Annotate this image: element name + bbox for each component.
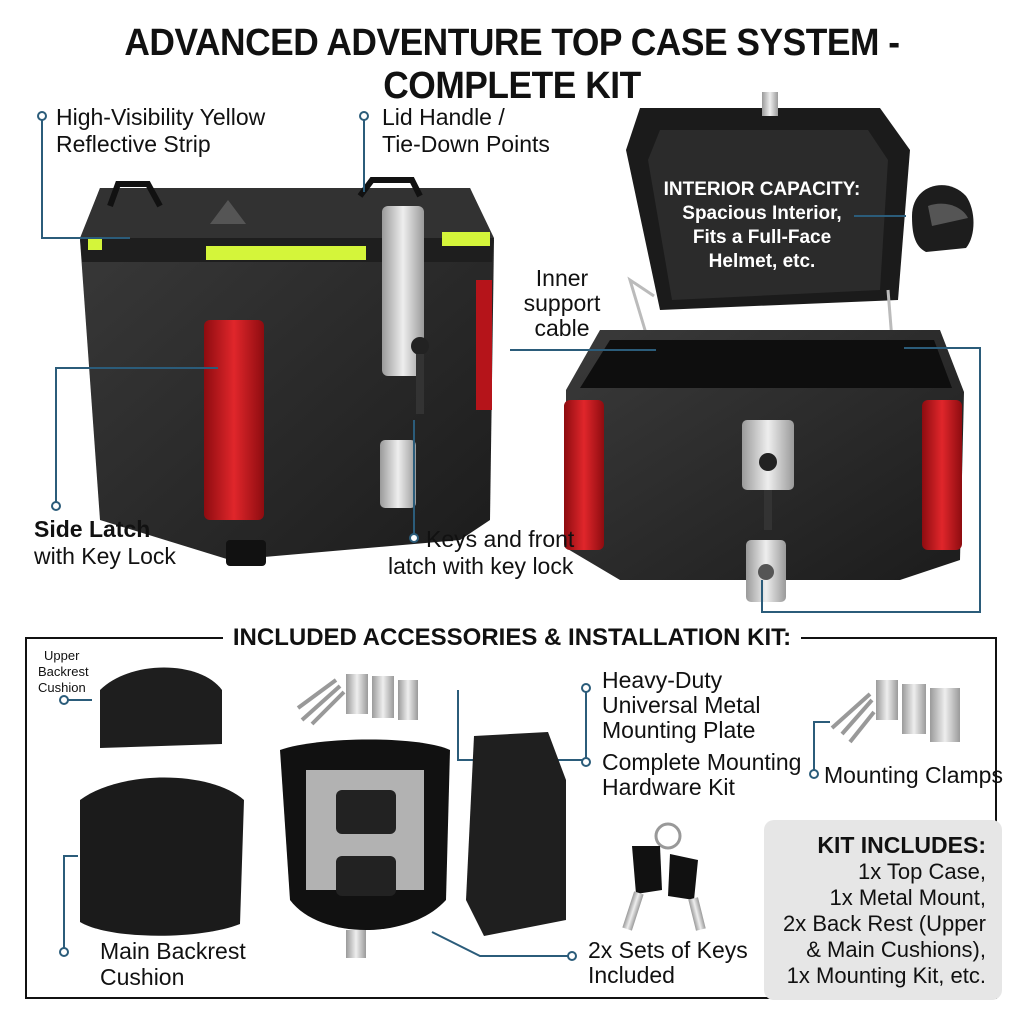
side-reflector: [204, 320, 264, 520]
label-line: Main Backrest: [100, 938, 246, 964]
closed-top-case: [80, 177, 494, 566]
main-backrest-cushion: [80, 777, 244, 936]
label-line: Mounting Clamps: [824, 762, 1003, 788]
key-icon: [622, 822, 706, 931]
upper-backrest-cushion: [100, 667, 222, 748]
kit-includes-heading: KIT INCLUDES:: [817, 832, 986, 858]
section-title-text: INCLUDED ACCESSORIES & INSTALLATION KIT:: [222, 624, 802, 651]
label-line: Upper: [44, 648, 80, 663]
kit-item: 1x Mounting Kit, etc.: [786, 963, 986, 988]
accessories-frame: [25, 637, 997, 999]
kit-item: 2x Back Rest (Upper: [783, 911, 986, 936]
front-latch: [382, 206, 424, 376]
label-line: support: [523, 290, 601, 316]
label-line: Universal Metal: [602, 692, 761, 718]
keys-label: 2x Sets of Keys Included: [588, 938, 748, 988]
label-line: Cushion: [38, 680, 86, 695]
callout-lines: [41, 118, 981, 957]
reflective-strip-right: [442, 232, 490, 246]
lid-handle-label: Lid Handle / Tie-Down Points: [382, 104, 550, 158]
label-line: Spacious Interior,: [682, 203, 842, 224]
lid-handle-left: [107, 181, 163, 208]
rear-reflector: [476, 280, 492, 410]
rubber-mounting-pad: [466, 732, 566, 936]
upper-backrest-label: Upper Backrest Cushion: [38, 648, 89, 696]
inner-cable-label: Inner support cable: [512, 266, 612, 341]
hardware-kit: [296, 674, 418, 726]
kit-item: 1x Top Case,: [857, 859, 986, 884]
label-line: 2x Sets of Keys: [588, 937, 748, 963]
reflective-strip-front: [206, 246, 366, 260]
kit-item: 1x Metal Mount,: [829, 885, 986, 910]
label-line: latch with key lock: [388, 553, 574, 579]
label-line: Backrest: [38, 664, 89, 679]
reflective-strip-label: High-Visibility Yellow Reflective Strip: [56, 104, 265, 158]
label-line: cable: [534, 315, 590, 341]
kit-includes-box: KIT INCLUDES: 1x Top Case, 1x Metal Moun…: [764, 820, 1002, 1000]
label-line: INTERIOR CAPACITY:: [663, 179, 861, 200]
page-title: ADVANCED ADVENTURE TOP CASE SYSTEM - COM…: [124, 22, 900, 107]
interior-capacity-label: INTERIOR CAPACITY: Spacious Interior, Fi…: [652, 178, 872, 274]
arrow-emblem-icon: [210, 200, 246, 224]
helmet-icon: [912, 185, 974, 252]
label-line: Side Latch: [34, 516, 151, 542]
keys-latch-label: Keys and front latch with key lock: [388, 526, 574, 580]
hardware-kit-label: Complete Mounting Hardware Kit: [602, 750, 801, 800]
reflective-strip-left: [88, 238, 102, 250]
kit-item: & Main Cushions),: [806, 937, 986, 962]
label-line: Fits a Full-Face: [692, 227, 832, 248]
side-latch-label: Side Latch with Key Lock: [34, 516, 176, 570]
support-cable-left: [627, 276, 655, 341]
mounting-clamps-label: Mounting Clamps: [824, 762, 1003, 789]
label-line: Cushion: [100, 964, 185, 990]
label-line: Hardware Kit: [602, 774, 735, 800]
label-line: Included: [588, 962, 675, 988]
mounting-clamps: [830, 680, 960, 744]
label-line: Inner: [535, 265, 589, 291]
side-reflector-right: [922, 400, 962, 550]
label-line: Lid Handle /: [382, 104, 505, 130]
main-backrest-label: Main Backrest Cushion: [100, 938, 246, 990]
label-line: Keys and front: [426, 526, 575, 552]
label-line: Mounting Plate: [602, 717, 756, 743]
key-lock-icon: [411, 337, 429, 355]
lid-handle-right: [357, 177, 423, 198]
label-line: Helmet, etc.: [708, 251, 816, 272]
callout-dots: [37, 111, 819, 961]
label-line: with Key Lock: [34, 543, 176, 569]
mounting-plate-label: Heavy-Duty Universal Metal Mounting Plat…: [602, 668, 761, 743]
accessories-section-title: INCLUDED ACCESSORIES & INSTALLATION KIT:: [0, 624, 1024, 652]
label-line: Complete Mounting: [602, 749, 802, 775]
label-line: Tie-Down Points: [382, 131, 550, 157]
latch-keeper: [380, 440, 416, 508]
open-top-case: [564, 92, 964, 602]
side-reflector-left: [564, 400, 604, 550]
label-line: Heavy-Duty: [602, 667, 723, 693]
label-line: Reflective Strip: [56, 131, 211, 157]
label-line: High-Visibility Yellow: [56, 104, 266, 130]
